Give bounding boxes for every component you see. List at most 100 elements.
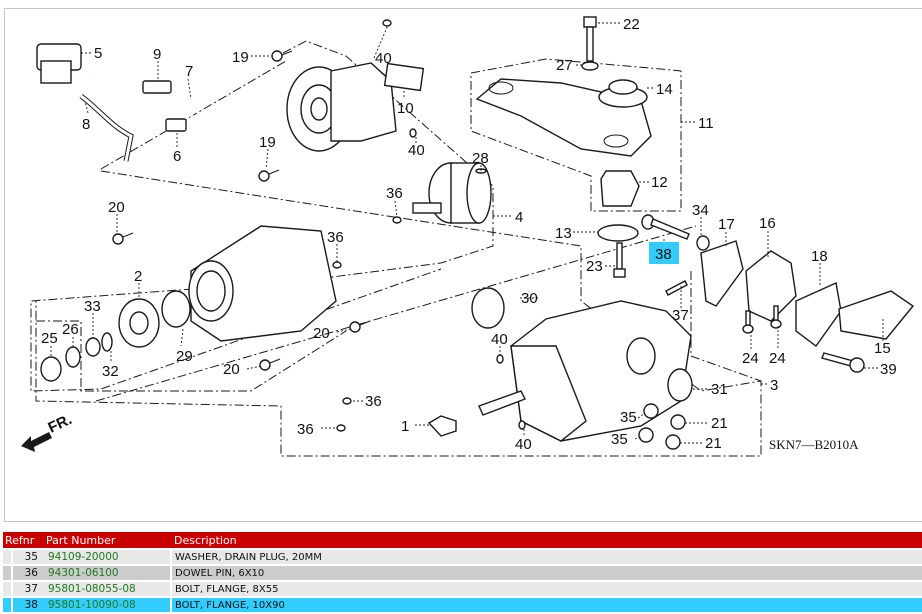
front-arrow-icon — [21, 432, 52, 452]
part-12-mount — [600, 170, 640, 207]
part-5-reservoir — [36, 43, 82, 84]
callout-18[interactable]: 18 — [811, 248, 828, 265]
exploded-view-svg: 5 9 7 8 6 19 19 20 40 10 40 28 36 4 36 2… — [21, 16, 915, 457]
row-marker — [3, 564, 13, 580]
parts-table: Refnr Part Number Description 35 94109-2… — [3, 532, 922, 612]
callout-38-highlight — [649, 242, 679, 264]
row-marker — [3, 548, 13, 564]
callout-15[interactable]: 15 — [874, 340, 891, 357]
cell-part-number-link[interactable]: 94109-20000 — [44, 548, 172, 564]
callout-1[interactable]: 1 — [401, 418, 409, 435]
part-14-bushing — [598, 79, 648, 108]
callout-9[interactable]: 9 — [153, 46, 161, 63]
callout-39[interactable]: 39 — [880, 361, 897, 378]
callout-33[interactable]: 33 — [84, 298, 101, 315]
callout-21b[interactable]: 21 — [705, 435, 722, 452]
part-clutch-drum — [412, 162, 492, 224]
callout-38[interactable]: 38 — [655, 246, 672, 263]
cell-part-number-link[interactable]: 95801-08055-08 — [44, 580, 172, 596]
callout-24a[interactable]: 24 — [742, 350, 759, 367]
part-36c-pin — [342, 397, 352, 405]
callout-40c[interactable]: 40 — [491, 331, 508, 348]
callout-29[interactable]: 29 — [176, 348, 193, 365]
callout-30[interactable]: 30 — [521, 290, 538, 307]
callout-35b[interactable]: 35 — [611, 431, 628, 448]
callout-10[interactable]: 10 — [397, 100, 414, 117]
column-header-refnr[interactable]: Refnr — [3, 532, 44, 548]
callout-32[interactable]: 32 — [102, 363, 119, 380]
callout-25[interactable]: 25 — [41, 330, 58, 347]
outline-line — [95, 225, 697, 402]
callout-27[interactable]: 27 — [556, 57, 573, 74]
callout-40b[interactable]: 40 — [408, 142, 425, 159]
callout-13[interactable]: 13 — [555, 225, 572, 242]
callout-19a[interactable]: 19 — [232, 49, 249, 66]
callout-5[interactable]: 5 — [94, 45, 102, 62]
callout-36c[interactable]: 36 — [365, 393, 382, 410]
table-row-selected[interactable]: 38 95801-10090-08 BOLT, FLANGE, 10X90 — [3, 596, 922, 612]
callout-36b[interactable]: 36 — [327, 229, 344, 246]
column-header-part-number[interactable]: Part Number — [44, 532, 172, 548]
cell-description: BOLT, FLANGE, 10X90 — [172, 596, 922, 612]
callout-7[interactable]: 7 — [185, 63, 193, 80]
diagram-code: SKN7—B2010A — [769, 437, 859, 452]
part-6-clip — [165, 118, 187, 132]
part-40b-pin — [409, 128, 417, 138]
callout-20a[interactable]: 20 — [108, 199, 125, 216]
part-32-ring — [101, 332, 113, 352]
callout-12[interactable]: 12 — [651, 174, 668, 191]
cell-refnr: 36 — [13, 564, 44, 580]
callout-20c[interactable]: 20 — [223, 361, 240, 378]
callout-34[interactable]: 34 — [692, 202, 709, 219]
callout-36d[interactable]: 36 — [297, 421, 314, 438]
callout-35a[interactable]: 35 — [620, 409, 637, 426]
callout-22[interactable]: 22 — [623, 16, 640, 33]
cell-description: BOLT, FLANGE, 8X55 — [172, 580, 922, 596]
column-header-description[interactable]: Description — [172, 532, 922, 548]
row-marker — [3, 580, 13, 596]
callout-17[interactable]: 17 — [718, 216, 735, 233]
callout-31[interactable]: 31 — [711, 381, 728, 398]
part-13-washer — [597, 224, 639, 242]
table-row[interactable]: 37 95801-08055-08 BOLT, FLANGE, 8X55 — [3, 580, 922, 596]
callout-28[interactable]: 28 — [472, 150, 489, 167]
callout-36a[interactable]: 36 — [386, 185, 403, 202]
callout-19b[interactable]: 19 — [259, 134, 276, 151]
callout-40d[interactable]: 40 — [515, 436, 532, 453]
part-20c-bolt — [259, 358, 281, 371]
callout-14[interactable]: 14 — [656, 81, 673, 98]
callout-21a[interactable]: 21 — [711, 415, 728, 432]
callout-26[interactable]: 26 — [62, 321, 79, 338]
cell-refnr: 35 — [13, 548, 44, 564]
part-38-bolt — [641, 214, 690, 240]
table-row[interactable]: 35 94109-20000 WASHER, DRAIN PLUG, 20MM — [3, 548, 922, 564]
part-3-diff-case — [478, 300, 692, 442]
callout-23[interactable]: 23 — [586, 258, 603, 275]
callout-8[interactable]: 8 — [82, 116, 90, 133]
cell-refnr: 37 — [13, 580, 44, 596]
callout-3[interactable]: 3 — [770, 377, 778, 394]
callout-6[interactable]: 6 — [173, 148, 181, 165]
table-row[interactable]: 36 94301-06100 DOWEL PIN, 6X10 — [3, 564, 922, 580]
callout-2[interactable]: 2 — [134, 268, 142, 285]
callout-37[interactable]: 37 — [672, 307, 689, 324]
part-39-bolt — [821, 352, 865, 373]
cell-part-number-link[interactable]: 95801-10090-08 — [44, 596, 172, 612]
group-outline-small — [36, 320, 347, 392]
part-20a-bolt — [112, 232, 134, 245]
part-36b-pin — [332, 261, 342, 269]
cell-refnr: 38 — [13, 596, 44, 612]
cell-description: WASHER, DRAIN PLUG, 20MM — [172, 548, 922, 564]
callout-20b[interactable]: 20 — [313, 325, 330, 342]
part-case-cover — [188, 225, 337, 342]
callout-11[interactable]: 11 — [698, 115, 714, 132]
part-22-bolt — [583, 16, 597, 62]
part-pump-housing — [286, 62, 397, 152]
callout-16[interactable]: 16 — [759, 215, 776, 232]
callout-4[interactable]: 4 — [515, 209, 523, 226]
cell-part-number-link[interactable]: 94301-06100 — [44, 564, 172, 580]
part-29-seal — [161, 290, 191, 328]
callout-24b[interactable]: 24 — [769, 350, 786, 367]
part-18-bracket — [795, 281, 842, 347]
callout-40a[interactable]: 40 — [375, 50, 392, 67]
